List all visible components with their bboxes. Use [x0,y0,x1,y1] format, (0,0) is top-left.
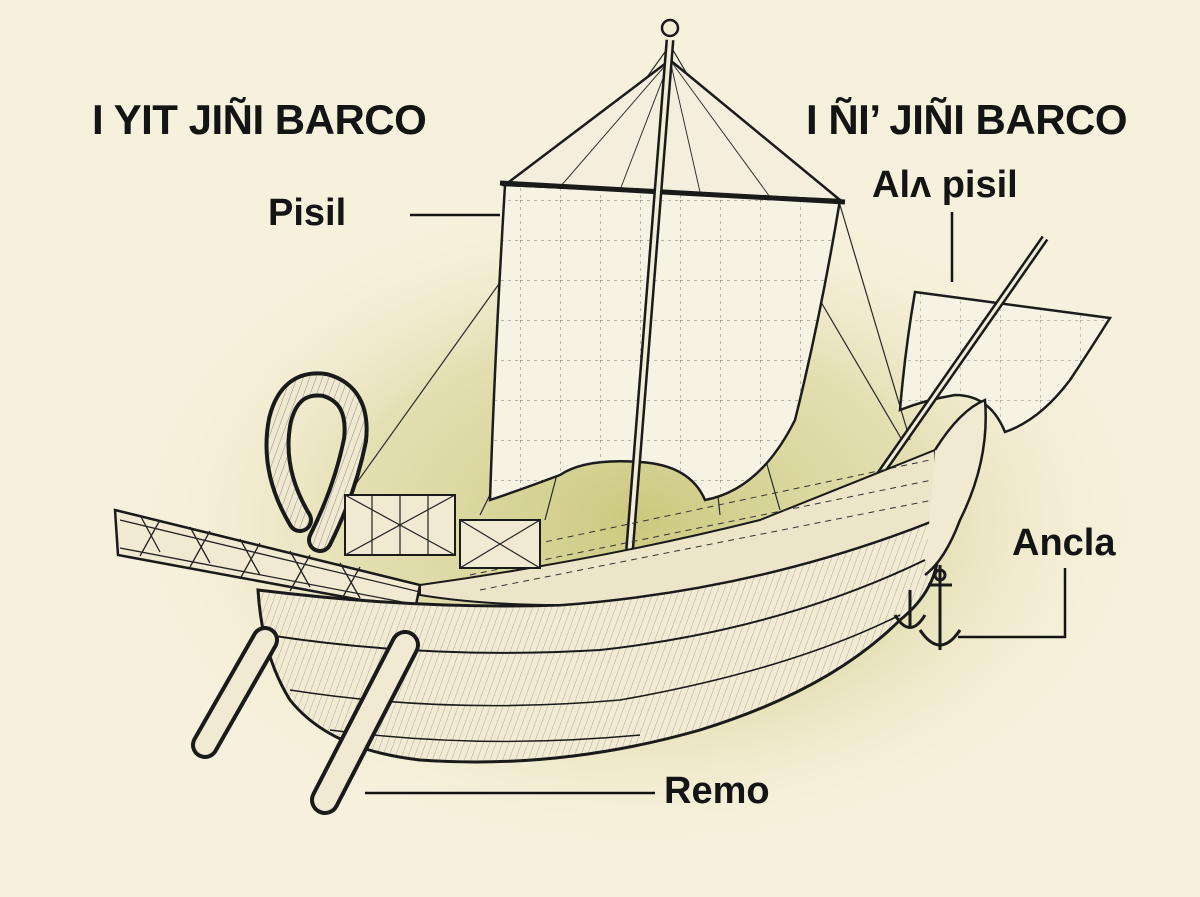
stern-ornament [264,371,369,553]
label-oar: Remo [664,770,770,812]
label-small-sail: Alʌ pisil [872,164,1018,206]
leader-lines [365,212,1067,795]
bow-sail [858,235,1113,503]
mast [623,18,680,571]
anchors [893,565,962,650]
leader-anchor [958,568,1067,639]
oars [191,626,420,815]
stern-gallery [113,508,422,612]
label-sail: Pisil [268,192,347,234]
heading-stern: I YIT JIÑI BARCO [92,96,427,143]
hull [256,398,987,764]
heading-bow: I ÑI’ JIÑI BARCO [806,96,1128,143]
main-sail [488,58,846,502]
label-anchor: Ancla [1012,522,1116,564]
